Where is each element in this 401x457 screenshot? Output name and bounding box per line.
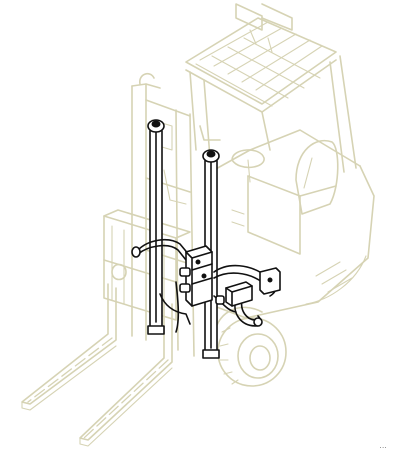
- overhead-guard: [185, 3, 357, 173]
- mast: [131, 72, 221, 357]
- forklift-outline: [21, 3, 375, 447]
- rear-manifold: [215, 267, 281, 307]
- figure-reference-code: ...: [379, 443, 387, 450]
- control-valve: [179, 245, 213, 307]
- forks: [21, 283, 173, 447]
- left-lift-cylinder: [147, 119, 165, 335]
- hydraulic-system: [131, 119, 281, 359]
